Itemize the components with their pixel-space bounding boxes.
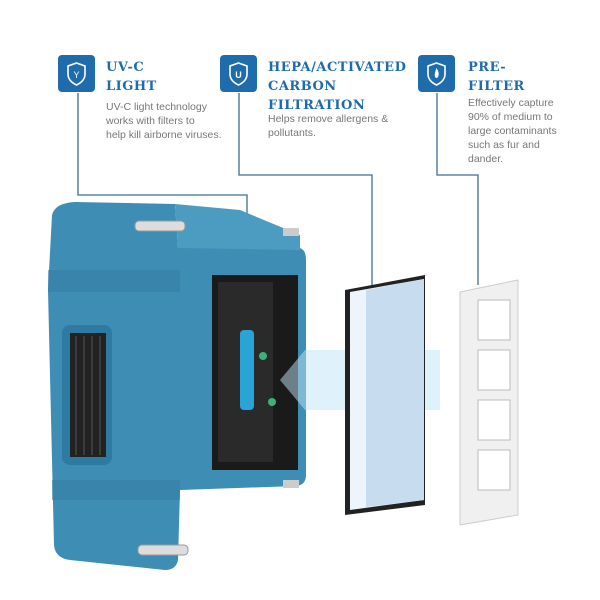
hepa-title-line: FILTRATION: [268, 98, 366, 113]
uv-title-line: UV-C: [106, 60, 145, 75]
uv-description-line: works with filters to: [106, 115, 195, 127]
magnet-shield-icon: U: [220, 55, 257, 92]
prefilter-title-line: FILTER: [468, 79, 525, 94]
pre-filter: [459, 279, 519, 526]
bottom-handle: [137, 544, 189, 556]
prefilter-title: PRE- FILTER: [468, 58, 525, 96]
uv-title-line: LIGHT: [106, 79, 157, 94]
hepa-description-line: pollutants.: [268, 127, 316, 139]
uv-description-line: help kill airborne viruses.: [106, 129, 222, 141]
hepa-connector-line: [238, 93, 373, 292]
uv-title: UV-C LIGHT: [106, 58, 157, 96]
hepa-description-line: Helps remove allergens &: [268, 113, 389, 125]
prefilter-description: Effectively capture 90% of medium to large…: [468, 96, 557, 166]
prefilter-connector-line: [436, 93, 479, 285]
prefilter-description-line: large contaminants: [468, 125, 557, 137]
hepa-description: Helps remove allergens & pollutants.: [268, 112, 388, 140]
uv-description-line: UV-C light technology: [106, 101, 207, 113]
hepa-title-line: CARBON: [268, 79, 337, 94]
hepa-title-line: HEPA/ACTIVATED: [268, 60, 407, 75]
air-scrubber-body: [48, 202, 306, 570]
prefilter-description-line: 90% of medium to: [468, 111, 553, 123]
prefilter-title-line: PRE-: [468, 60, 507, 75]
prefilter-description-line: such as fur and: [468, 139, 540, 151]
prefilter-description-line: Effectively capture: [468, 97, 554, 109]
hepa-filter: [345, 275, 425, 515]
uv-light-shield-icon: Y: [58, 55, 95, 92]
hepa-title: HEPA/ACTIVATED CARBON FILTRATION: [268, 58, 406, 115]
uv-lamp: [240, 330, 254, 410]
top-handle: [134, 220, 186, 232]
flame-shield-icon: [418, 55, 455, 92]
prefilter-description-line: dander.: [468, 153, 504, 165]
svg-text:Y: Y: [73, 70, 79, 80]
svg-text:U: U: [235, 70, 242, 80]
uv-description: UV-C light technology works with filters …: [106, 100, 222, 142]
